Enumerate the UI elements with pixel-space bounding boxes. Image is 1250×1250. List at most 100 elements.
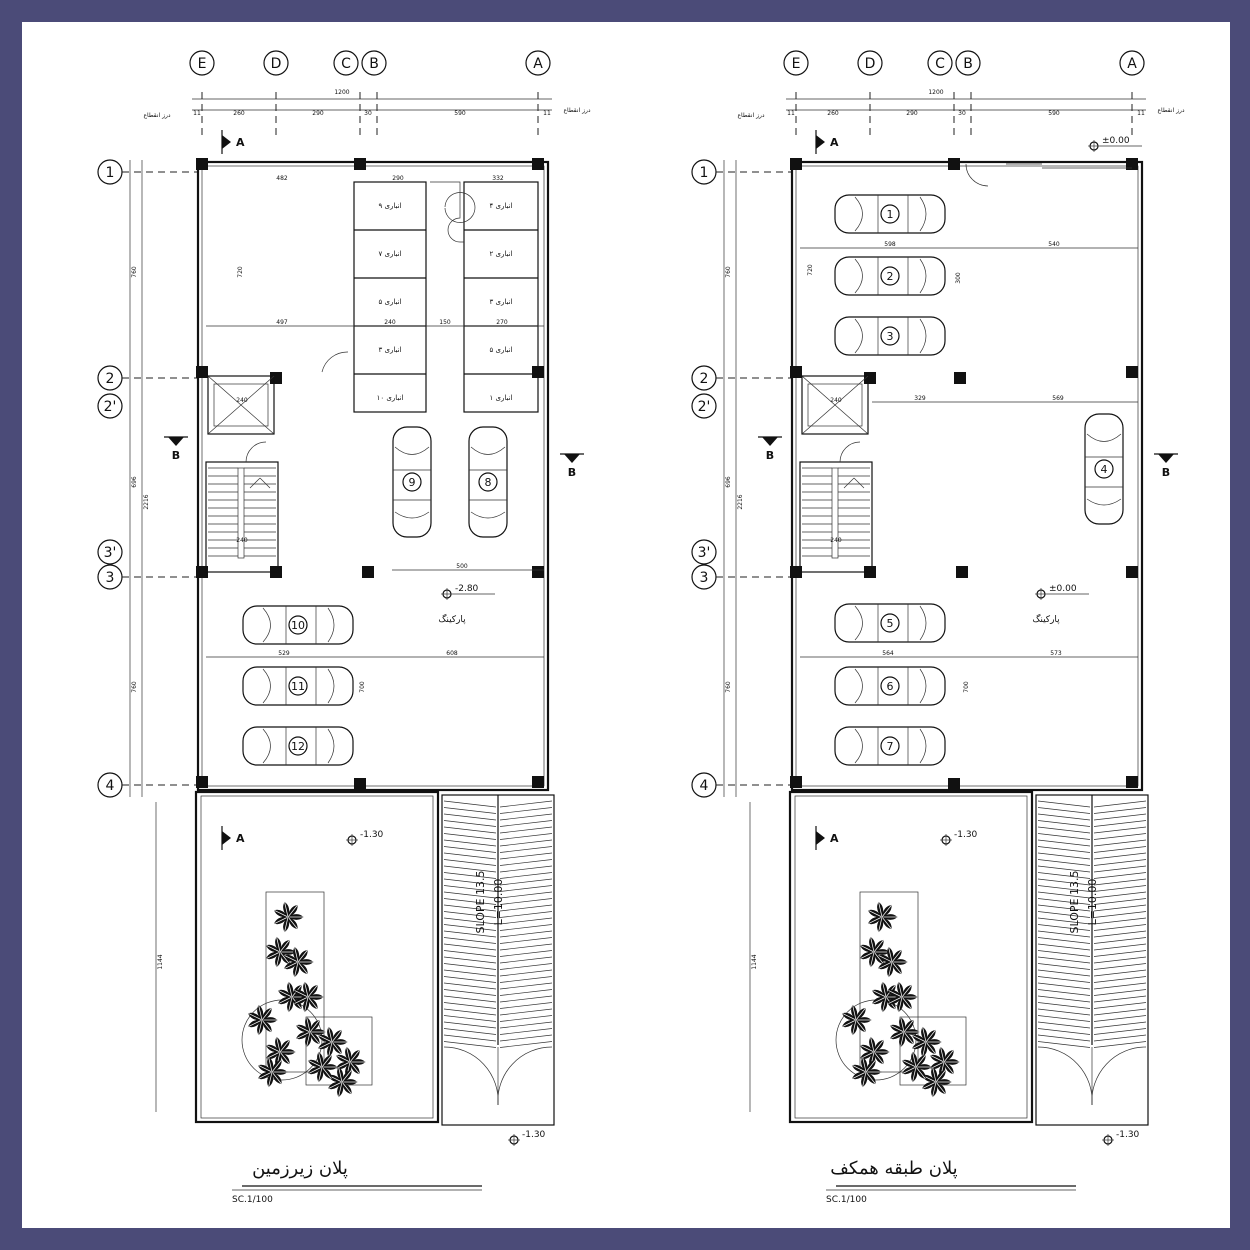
ramp-hatch	[1037, 917, 1091, 925]
section-label: A	[236, 832, 245, 845]
ramp-hatch	[499, 1034, 553, 1042]
car-windshield	[854, 605, 863, 641]
dim-total: 1200	[334, 89, 349, 96]
car-rear-window	[919, 196, 927, 232]
plant-vein	[935, 1081, 946, 1094]
car-body	[834, 726, 946, 766]
car-number: 8	[485, 476, 492, 489]
ramp-hatch	[1037, 898, 1091, 905]
plant-vein	[341, 1070, 352, 1083]
plant-vein	[932, 1081, 937, 1097]
grid-row-3'-circle	[691, 539, 717, 565]
ramp-hatch	[1037, 878, 1091, 886]
stair-stringer	[237, 467, 245, 559]
plant-vein	[279, 1051, 290, 1064]
ramp-hatch	[443, 839, 497, 847]
elevator-x	[801, 375, 869, 435]
plant-vein	[935, 1070, 946, 1083]
structural-column	[532, 158, 544, 170]
plant-vein	[318, 1066, 323, 1082]
grid-row-2-text: 2	[700, 371, 709, 387]
structural-column	[954, 372, 966, 384]
main-outline	[196, 160, 550, 792]
dim-left-c: 760	[725, 681, 732, 693]
plant-vein	[872, 990, 887, 998]
plant-vein	[288, 982, 293, 998]
plant-vein	[288, 996, 293, 1012]
car-rear-window	[327, 728, 335, 764]
plant-vein	[870, 1037, 875, 1053]
structural-column	[956, 566, 968, 578]
structural-column	[1126, 566, 1138, 578]
ramp-hatch	[1037, 950, 1091, 957]
ramp-hatch	[1093, 976, 1147, 983]
car-body	[242, 726, 354, 766]
section-a-bottom: A	[221, 826, 245, 850]
ramp-hatch	[1037, 911, 1091, 918]
car-rear-window	[919, 728, 927, 764]
section-label: B	[568, 466, 576, 479]
plant-vein	[912, 1041, 927, 1049]
ramp-hatch	[499, 943, 553, 951]
ramp-hatch	[443, 872, 497, 879]
ramp-hatch	[1093, 1008, 1147, 1016]
plant-vein	[860, 951, 875, 959]
plant-vein	[870, 951, 875, 967]
ramp-hatch	[499, 930, 553, 938]
plant-1	[860, 936, 890, 968]
car-body	[468, 426, 508, 538]
plant-vein	[274, 916, 289, 924]
car-12: 12	[242, 726, 354, 766]
ramp-hatch	[443, 807, 497, 814]
ramp-hatch	[1037, 1041, 1091, 1048]
plant-vein	[276, 1037, 281, 1053]
ramp-hatch	[1037, 833, 1091, 840]
structural-column	[354, 158, 366, 170]
plant-vein	[943, 1050, 954, 1063]
structural-column	[532, 776, 544, 788]
car-rear-window	[470, 511, 506, 519]
plant-vein	[852, 1019, 857, 1035]
driveway-ramp	[1035, 794, 1149, 1126]
plant-vein	[930, 1055, 945, 1063]
neighbor-label: درز انقطاع	[563, 107, 590, 114]
plant-vein	[882, 996, 887, 1012]
structural-column	[1126, 158, 1138, 170]
plant-vein	[276, 937, 281, 953]
inner-outline	[201, 165, 545, 787]
structural-column	[196, 366, 208, 378]
plant-vein	[279, 1040, 290, 1053]
ramp-hatch	[1037, 943, 1091, 951]
neighbor-label: درز انقطاع	[737, 112, 764, 119]
dim-w4: 497	[276, 319, 288, 326]
grid-col-E-circle	[189, 50, 215, 76]
dim-h2: 700	[963, 681, 970, 693]
plant-vein	[900, 1017, 905, 1033]
car-number-circle	[288, 736, 308, 756]
dim-d1: 11	[193, 110, 201, 117]
ramp-hatch	[1093, 878, 1147, 886]
section-arrow	[168, 437, 184, 446]
grid-row-2'-text: 2'	[104, 399, 117, 415]
ramp-hatch	[1093, 1034, 1147, 1042]
dim-left-a: 760	[725, 266, 732, 278]
ramp-hatch	[1093, 969, 1147, 977]
plant-vein	[898, 996, 903, 1012]
door-swing	[321, 351, 349, 373]
storage-label: انباری ۴	[490, 202, 513, 210]
ramp-hatch	[1037, 1015, 1091, 1022]
grid-col-B-circle	[955, 50, 981, 76]
ramp-hatch	[443, 859, 497, 866]
plant-0	[868, 901, 898, 933]
plant-vein	[296, 1025, 311, 1033]
plant-vein	[888, 996, 903, 1004]
ramp-hatch	[443, 937, 497, 944]
dim-stair: 240	[830, 397, 842, 404]
gate-swing	[1037, 1046, 1093, 1106]
elevator-car	[213, 383, 269, 427]
car-windshield	[262, 607, 271, 643]
ramp-hatch	[1093, 911, 1147, 918]
section-a-top: A	[815, 130, 839, 154]
car-rear-window	[919, 318, 927, 354]
car-number-circle	[288, 615, 308, 635]
